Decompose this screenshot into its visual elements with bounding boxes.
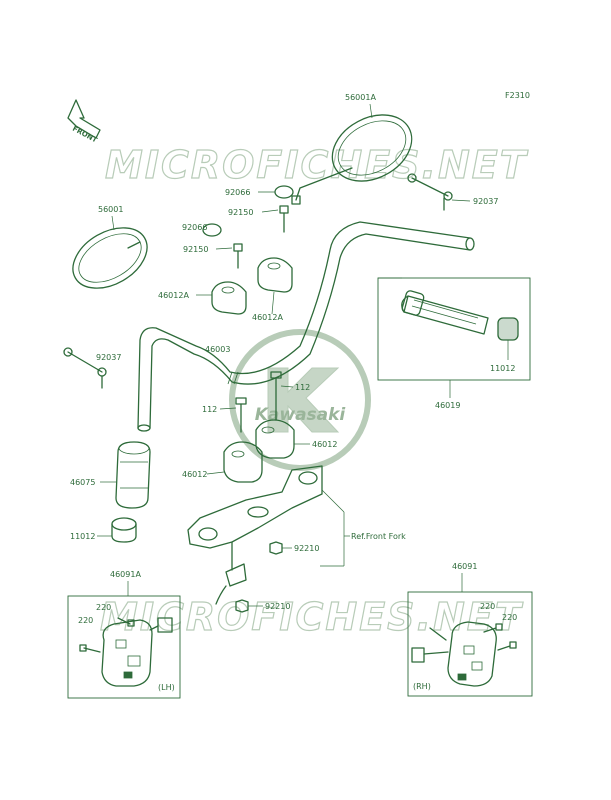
label-throttle-grip: 46019 xyxy=(435,401,460,410)
label-screw-rh-1: 220 xyxy=(480,602,495,611)
bolt-112-right xyxy=(270,371,282,421)
kawasaki-logo: Kawasaki xyxy=(229,329,371,471)
label-holder-right: 46012 xyxy=(312,440,337,449)
label-mirror-right: 56001A xyxy=(345,93,376,102)
label-end-weight-right: 11012 xyxy=(490,364,515,373)
label-end-weight-left: 11012 xyxy=(70,532,95,541)
label-clamp-a-2: 46012A xyxy=(252,313,283,322)
bolt-92150-upper xyxy=(279,205,289,233)
bracket-right xyxy=(407,173,453,211)
label-bolt-2: 92150 xyxy=(183,245,208,254)
tag-lh: (LH) xyxy=(158,683,175,692)
label-ref-front-fork: Ref.Front Fork xyxy=(351,532,406,541)
grip-left xyxy=(115,441,151,509)
washer-upper xyxy=(274,185,294,199)
label-screw-lh-2: 220 xyxy=(78,616,93,625)
screw-rh-1 xyxy=(483,623,503,633)
bolt-112-left xyxy=(235,397,247,433)
watermark-top: MICROFICHES.NET xyxy=(105,143,529,187)
handlebar xyxy=(137,221,475,432)
label-nut-1: 92210 xyxy=(294,544,319,553)
label-screw-rh-2: 220 xyxy=(502,613,517,622)
mirror-left xyxy=(72,227,148,289)
label-switch-left: 46091A xyxy=(110,570,141,579)
front-arrow-icon: FRONT xyxy=(67,99,101,145)
washer-lower xyxy=(202,223,222,237)
bolt-92150-lower xyxy=(233,243,243,269)
screw-lh-2 xyxy=(79,644,101,653)
switch-housing-right xyxy=(411,621,497,687)
screw-lh-1 xyxy=(117,617,135,627)
end-weight-left xyxy=(111,517,137,543)
nut-upper xyxy=(269,541,283,555)
label-handlebar: 46003 xyxy=(205,345,230,354)
holder-left xyxy=(223,441,263,483)
clamp-cap-right xyxy=(257,257,293,293)
label-clamp-a-1: 46012A xyxy=(158,291,189,300)
switch-box-lh xyxy=(67,595,181,699)
end-weight-right xyxy=(497,317,519,341)
clamp-cap-left xyxy=(211,281,247,315)
label-bracket-left: 92037 xyxy=(96,353,121,362)
holder-right xyxy=(255,419,295,459)
label-mirror-left: 56001 xyxy=(98,205,123,214)
bracket-left xyxy=(63,347,107,389)
throttle-grip xyxy=(401,290,489,335)
label-washer-2: 92066 xyxy=(182,223,207,232)
label-holder-left: 46012 xyxy=(182,470,207,479)
label-screw-lh-1: 220 xyxy=(96,603,111,612)
screw-rh-2 xyxy=(497,641,517,651)
switch-housing-left xyxy=(101,617,173,687)
label-nut-2: 92210 xyxy=(265,602,290,611)
label-grip-left: 46075 xyxy=(70,478,95,487)
cable-guide xyxy=(215,563,247,605)
label-bolt-1: 92150 xyxy=(228,208,253,217)
figure-code: F2310 xyxy=(505,91,530,100)
front-label: FRONT xyxy=(71,125,99,145)
throttle-grip-box xyxy=(377,277,531,381)
mirror-right xyxy=(291,114,413,205)
switch-box-rh xyxy=(407,591,533,697)
label-bracket-right: 92037 xyxy=(473,197,498,206)
label-bolt-112-right: 112 xyxy=(295,383,310,392)
label-bolt-112-left: 112 xyxy=(202,405,217,414)
upper-fork-bracket xyxy=(187,465,323,571)
label-washer-1: 92066 xyxy=(225,188,250,197)
nut-lower xyxy=(235,599,249,613)
kawasaki-logo-text: Kawasaki xyxy=(255,405,347,425)
tag-rh: (RH) xyxy=(413,682,431,691)
label-switch-right: 46091 xyxy=(452,562,477,571)
